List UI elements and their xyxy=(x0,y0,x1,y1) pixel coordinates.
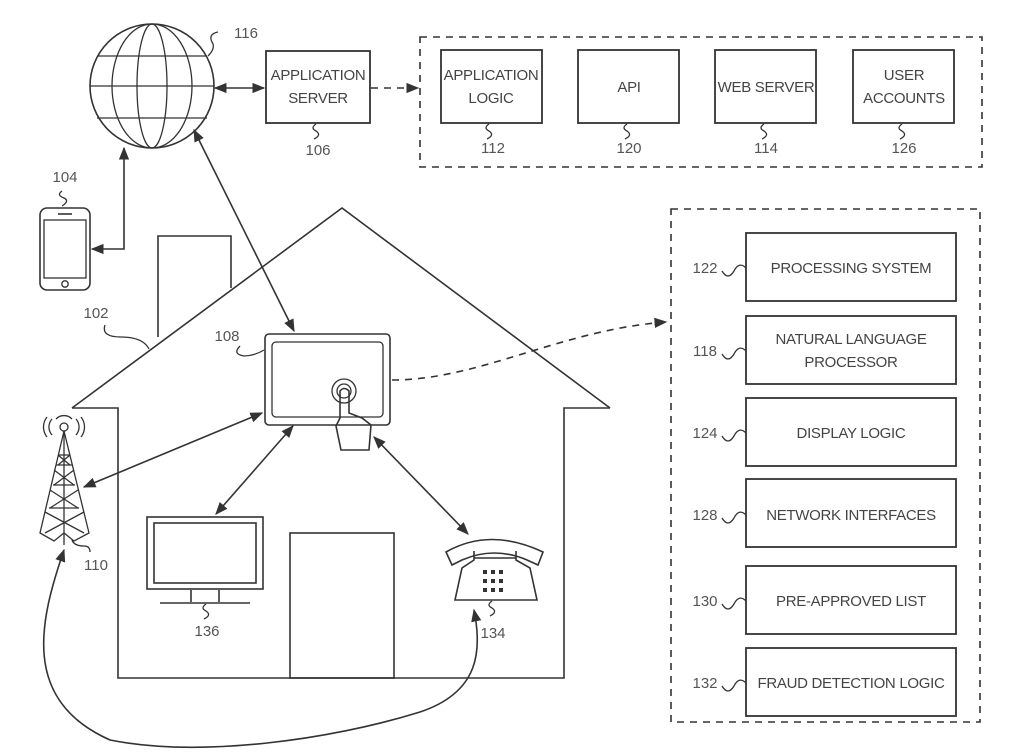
svg-text:126: 126 xyxy=(891,140,916,157)
device-components-group xyxy=(670,208,981,723)
server-component-114: WEB SERVER 114 xyxy=(714,49,817,157)
arrow-tablet-telephone xyxy=(373,436,469,535)
device-component-124: DISPLAY LOGIC 124 xyxy=(692,397,957,467)
device-component-130: PRE-APPROVED LIST 130 xyxy=(692,565,957,635)
server-component-126: USER ACCOUNTS 126 xyxy=(852,49,955,157)
application-server-box xyxy=(265,50,371,124)
smartphone-icon xyxy=(39,207,91,291)
svg-text:PROCESSOR: PROCESSOR xyxy=(804,354,898,371)
house-outline xyxy=(71,207,611,679)
monitor-icon xyxy=(146,516,264,604)
door xyxy=(289,532,395,679)
svg-text:124: 124 xyxy=(692,425,717,442)
server-component-112: APPLICATION LOGIC 112 xyxy=(440,49,543,157)
server-components-group xyxy=(419,36,983,168)
device-component-122: PROCESSING SYSTEM 122 xyxy=(692,232,957,302)
cell-tower-icon xyxy=(39,414,90,545)
svg-text:LOGIC: LOGIC xyxy=(468,90,514,107)
svg-text:122: 122 xyxy=(692,260,717,277)
arrow-tablet-tv xyxy=(215,425,294,515)
leader-102 xyxy=(103,324,150,350)
arrow-tablet-components xyxy=(391,317,668,381)
arrow-tower-telephone xyxy=(42,548,482,749)
svg-text:DISPLAY LOGIC: DISPLAY LOGIC xyxy=(797,425,906,442)
arrow-globe-tablet xyxy=(193,128,295,333)
ref-116: 116 xyxy=(234,25,258,42)
leader-104 xyxy=(58,190,68,207)
svg-text:WEB SERVER: WEB SERVER xyxy=(718,79,815,96)
svg-text:112: 112 xyxy=(481,140,505,157)
svg-text:130: 130 xyxy=(692,593,717,610)
arrow-tower-tablet xyxy=(82,412,264,488)
svg-text:118: 118 xyxy=(693,343,717,360)
ref-110: 110 xyxy=(84,557,108,574)
leader-110 xyxy=(71,539,91,553)
server-component-120: API 120 xyxy=(577,49,680,157)
svg-text:PROCESSING SYSTEM: PROCESSING SYSTEM xyxy=(771,260,932,277)
svg-text:128: 128 xyxy=(692,507,717,524)
svg-text:USER: USER xyxy=(884,67,925,84)
svg-text:132: 132 xyxy=(692,675,717,692)
arrow-globe-phone xyxy=(90,146,130,255)
svg-text:NATURAL LANGUAGE: NATURAL LANGUAGE xyxy=(775,331,926,348)
svg-text:API: API xyxy=(617,79,640,96)
globe-icon xyxy=(89,23,215,149)
ref-106: 106 xyxy=(305,142,330,159)
application-server-label-1: APPLICATION xyxy=(271,67,366,84)
svg-text:NETWORK INTERFACES: NETWORK INTERFACES xyxy=(766,507,936,524)
ref-104: 104 xyxy=(52,169,77,186)
device-component-132: FRAUD DETECTION LOGIC 132 xyxy=(692,647,957,717)
svg-text:ACCOUNTS: ACCOUNTS xyxy=(863,90,945,107)
ref-134: 134 xyxy=(480,625,505,642)
application-server-label-2: SERVER xyxy=(288,90,348,107)
device-component-118: NATURAL LANGUAGE PROCESSOR 118 xyxy=(693,315,957,385)
svg-text:114: 114 xyxy=(754,140,778,157)
touch-tablet-icon xyxy=(264,333,391,451)
svg-text:120: 120 xyxy=(616,140,641,157)
svg-text:PRE-APPROVED LIST: PRE-APPROVED LIST xyxy=(776,593,926,610)
ref-108: 108 xyxy=(214,328,239,345)
leader-134 xyxy=(488,600,496,617)
telephone-icon xyxy=(444,538,545,601)
device-component-128: NETWORK INTERFACES 128 xyxy=(692,478,957,548)
leader-136 xyxy=(202,603,210,620)
leader-116 xyxy=(207,31,219,57)
leader-106 xyxy=(312,123,320,140)
ref-136: 136 xyxy=(194,623,219,640)
ref-102: 102 xyxy=(83,305,108,322)
leader-108 xyxy=(236,345,265,357)
svg-text:APPLICATION: APPLICATION xyxy=(444,67,539,84)
svg-text:FRAUD DETECTION LOGIC: FRAUD DETECTION LOGIC xyxy=(757,675,945,692)
